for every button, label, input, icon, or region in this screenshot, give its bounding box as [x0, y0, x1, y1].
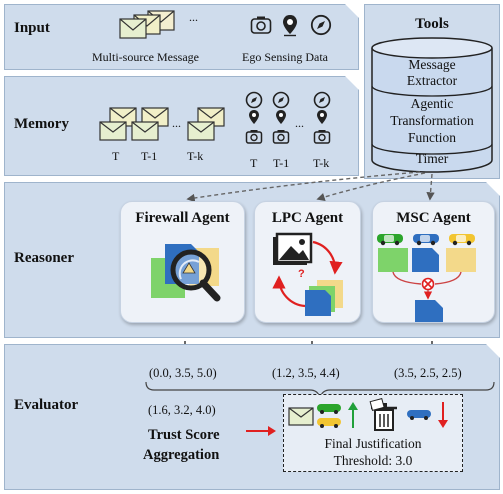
memory-message-stack-icon [99, 107, 225, 141]
trust-score-label: Trust Score [148, 427, 220, 443]
lpc-transform-icon: ? [272, 232, 343, 316]
memory-label: Memory [14, 116, 69, 132]
aggregation-arrow [246, 426, 276, 436]
msc-agent-title: MSC Agent [396, 210, 471, 226]
tool-item: Agentic [410, 96, 454, 111]
memory-ego-stack-icon [245, 91, 331, 144]
reasoner-label: Reasoner [14, 250, 74, 266]
lpc-agent-card: LPC Agent ? [254, 201, 361, 323]
input-ellipsis: ... [189, 10, 198, 24]
camera-icon [250, 16, 272, 34]
multi-source-message-caption: Multi-source Message [92, 50, 199, 64]
tool-item: Extractor [406, 73, 458, 88]
memory-ego-label: T [250, 156, 258, 170]
firewall-agent-title: Firewall Agent [135, 210, 230, 226]
lpc-score: (1.2, 3.5, 4.4) [272, 366, 340, 380]
multi-source-message-icon [119, 10, 175, 39]
tool-item: Message [408, 57, 456, 72]
tool-item: Timer [415, 151, 449, 166]
memory-band [4, 76, 359, 176]
memory-msg-label: T-k [187, 149, 204, 163]
tools-database-icon [371, 37, 493, 173]
tool-item: Transformation [390, 113, 474, 128]
input-label: Input [14, 20, 50, 36]
memory-ego-label: T-1 [273, 156, 290, 170]
tools-title: Tools [415, 16, 449, 32]
memory-ego-label: T-k [313, 156, 330, 170]
memory-ego-ellipsis: ... [295, 116, 304, 130]
tool-item: Function [407, 130, 456, 145]
threshold-label: Threshold: 3.0 [333, 453, 413, 468]
final-justification-icons [288, 398, 448, 431]
msc-score: (3.5, 2.5, 2.5) [394, 366, 462, 380]
compass-icon [310, 14, 332, 36]
lpc-agent-title: LPC Agent [271, 210, 344, 226]
final-justification-label: Final Justification [324, 436, 422, 451]
firewall-agent-card: Firewall Agent [120, 201, 245, 323]
firewall-magnifier-icon [151, 244, 221, 302]
memory-msg-label: T [112, 149, 120, 163]
evaluator-label: Evaluator [14, 397, 79, 413]
msc-agent-card: MSC Agent [372, 201, 495, 323]
aggregation-label: Aggregation [143, 447, 220, 463]
input-band [4, 4, 359, 70]
aggregate-score: (1.6, 3.2, 4.0) [148, 403, 216, 417]
location-pin-icon [283, 15, 297, 37]
svg-text:?: ? [298, 268, 305, 280]
memory-message-ellipsis: ... [172, 116, 181, 130]
memory-msg-label: T-1 [141, 149, 158, 163]
firewall-score: (0.0, 3.5, 5.0) [149, 366, 217, 380]
ego-sensing-caption: Ego Sensing Data [242, 50, 328, 64]
msc-consistency-icon [377, 234, 476, 322]
